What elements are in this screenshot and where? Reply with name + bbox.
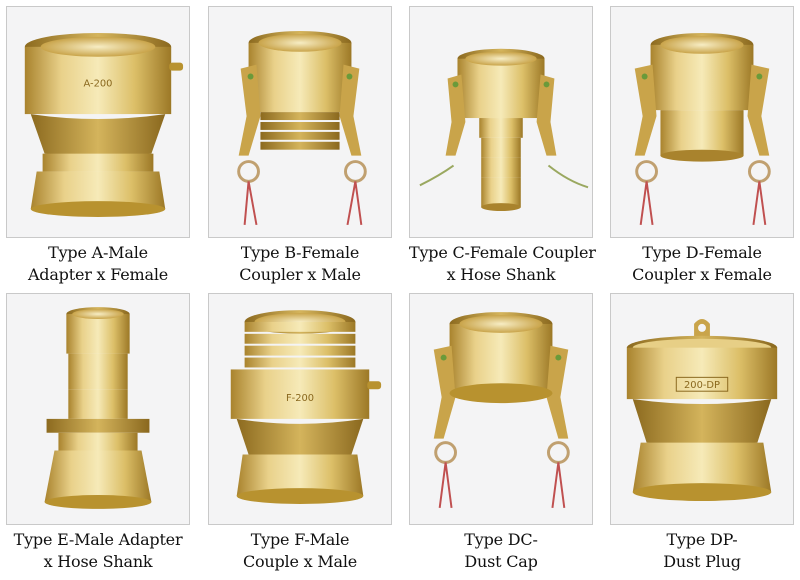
brass-dust-cap-image [433, 312, 570, 509]
product-caption: Type F-Male Couple x Male [208, 529, 392, 573]
brass-male-adapter-female-image: A-200 [24, 32, 184, 217]
caption-line-2: x Hose Shank [43, 552, 153, 571]
caption-line-1: Type C-Female Coupler [409, 243, 596, 262]
caption-line-2: x Hose Shank [446, 265, 556, 284]
caption-line-2: Coupler x Female [632, 265, 772, 284]
product-photo-type-dc [409, 293, 593, 525]
caption-line-1: Type B-Female [240, 243, 360, 262]
product-photo-type-c [409, 6, 593, 238]
stamp-text: A-200 [84, 78, 113, 89]
product-caption: Type A-Male Adapter x Female [6, 242, 190, 286]
brass-female-coupler-female-image [634, 32, 771, 226]
product-caption: Type DC- Dust Cap [409, 529, 593, 573]
product-photo-type-dp: 200-DP [610, 293, 794, 525]
caption-line-2: Adapter x Female [27, 265, 169, 284]
brass-male-couple-male-image: F-200 [230, 310, 382, 504]
brass-female-coupler-hose-shank-image [419, 48, 589, 212]
caption-line-1: Type F-Male [250, 530, 350, 549]
caption-line-2: Dust Plug [663, 552, 741, 571]
product-photo-type-b [208, 6, 392, 238]
caption-line-2: Couple x Male [242, 552, 358, 571]
stamp-text: 200-DP [684, 380, 720, 391]
product-photo-type-e [6, 293, 190, 525]
caption-line-1: Type D-Female [642, 243, 762, 262]
product-photo-type-a: A-200 [6, 6, 190, 238]
product-caption: Type E-Male Adapter x Hose Shank [6, 529, 190, 573]
brass-male-adapter-hose-shank-image [44, 307, 152, 509]
brass-female-coupler-male-image [237, 31, 367, 226]
caption-line-1: Type A-Male [48, 243, 148, 262]
brass-dust-plug-image: 200-DP [626, 318, 778, 501]
product-caption: Type D-Female Coupler x Female [610, 242, 794, 286]
caption-line-2: Dust Cap [464, 552, 538, 571]
stamp-text: F-200 [286, 393, 314, 404]
caption-line-1: Type DC- [464, 530, 538, 549]
product-photo-type-f: F-200 [208, 293, 392, 525]
caption-line-2: Coupler x Male [239, 265, 361, 284]
product-caption: Type C-Female Coupler x Hose Shank [409, 242, 596, 286]
caption-line-1: Type DP- [666, 530, 738, 549]
caption-line-1: Type E-Male Adapter [13, 530, 183, 549]
product-caption: Type DP- Dust Plug [610, 529, 794, 573]
product-photo-type-d [610, 6, 794, 238]
product-caption: Type B-Female Coupler x Male [208, 242, 392, 286]
